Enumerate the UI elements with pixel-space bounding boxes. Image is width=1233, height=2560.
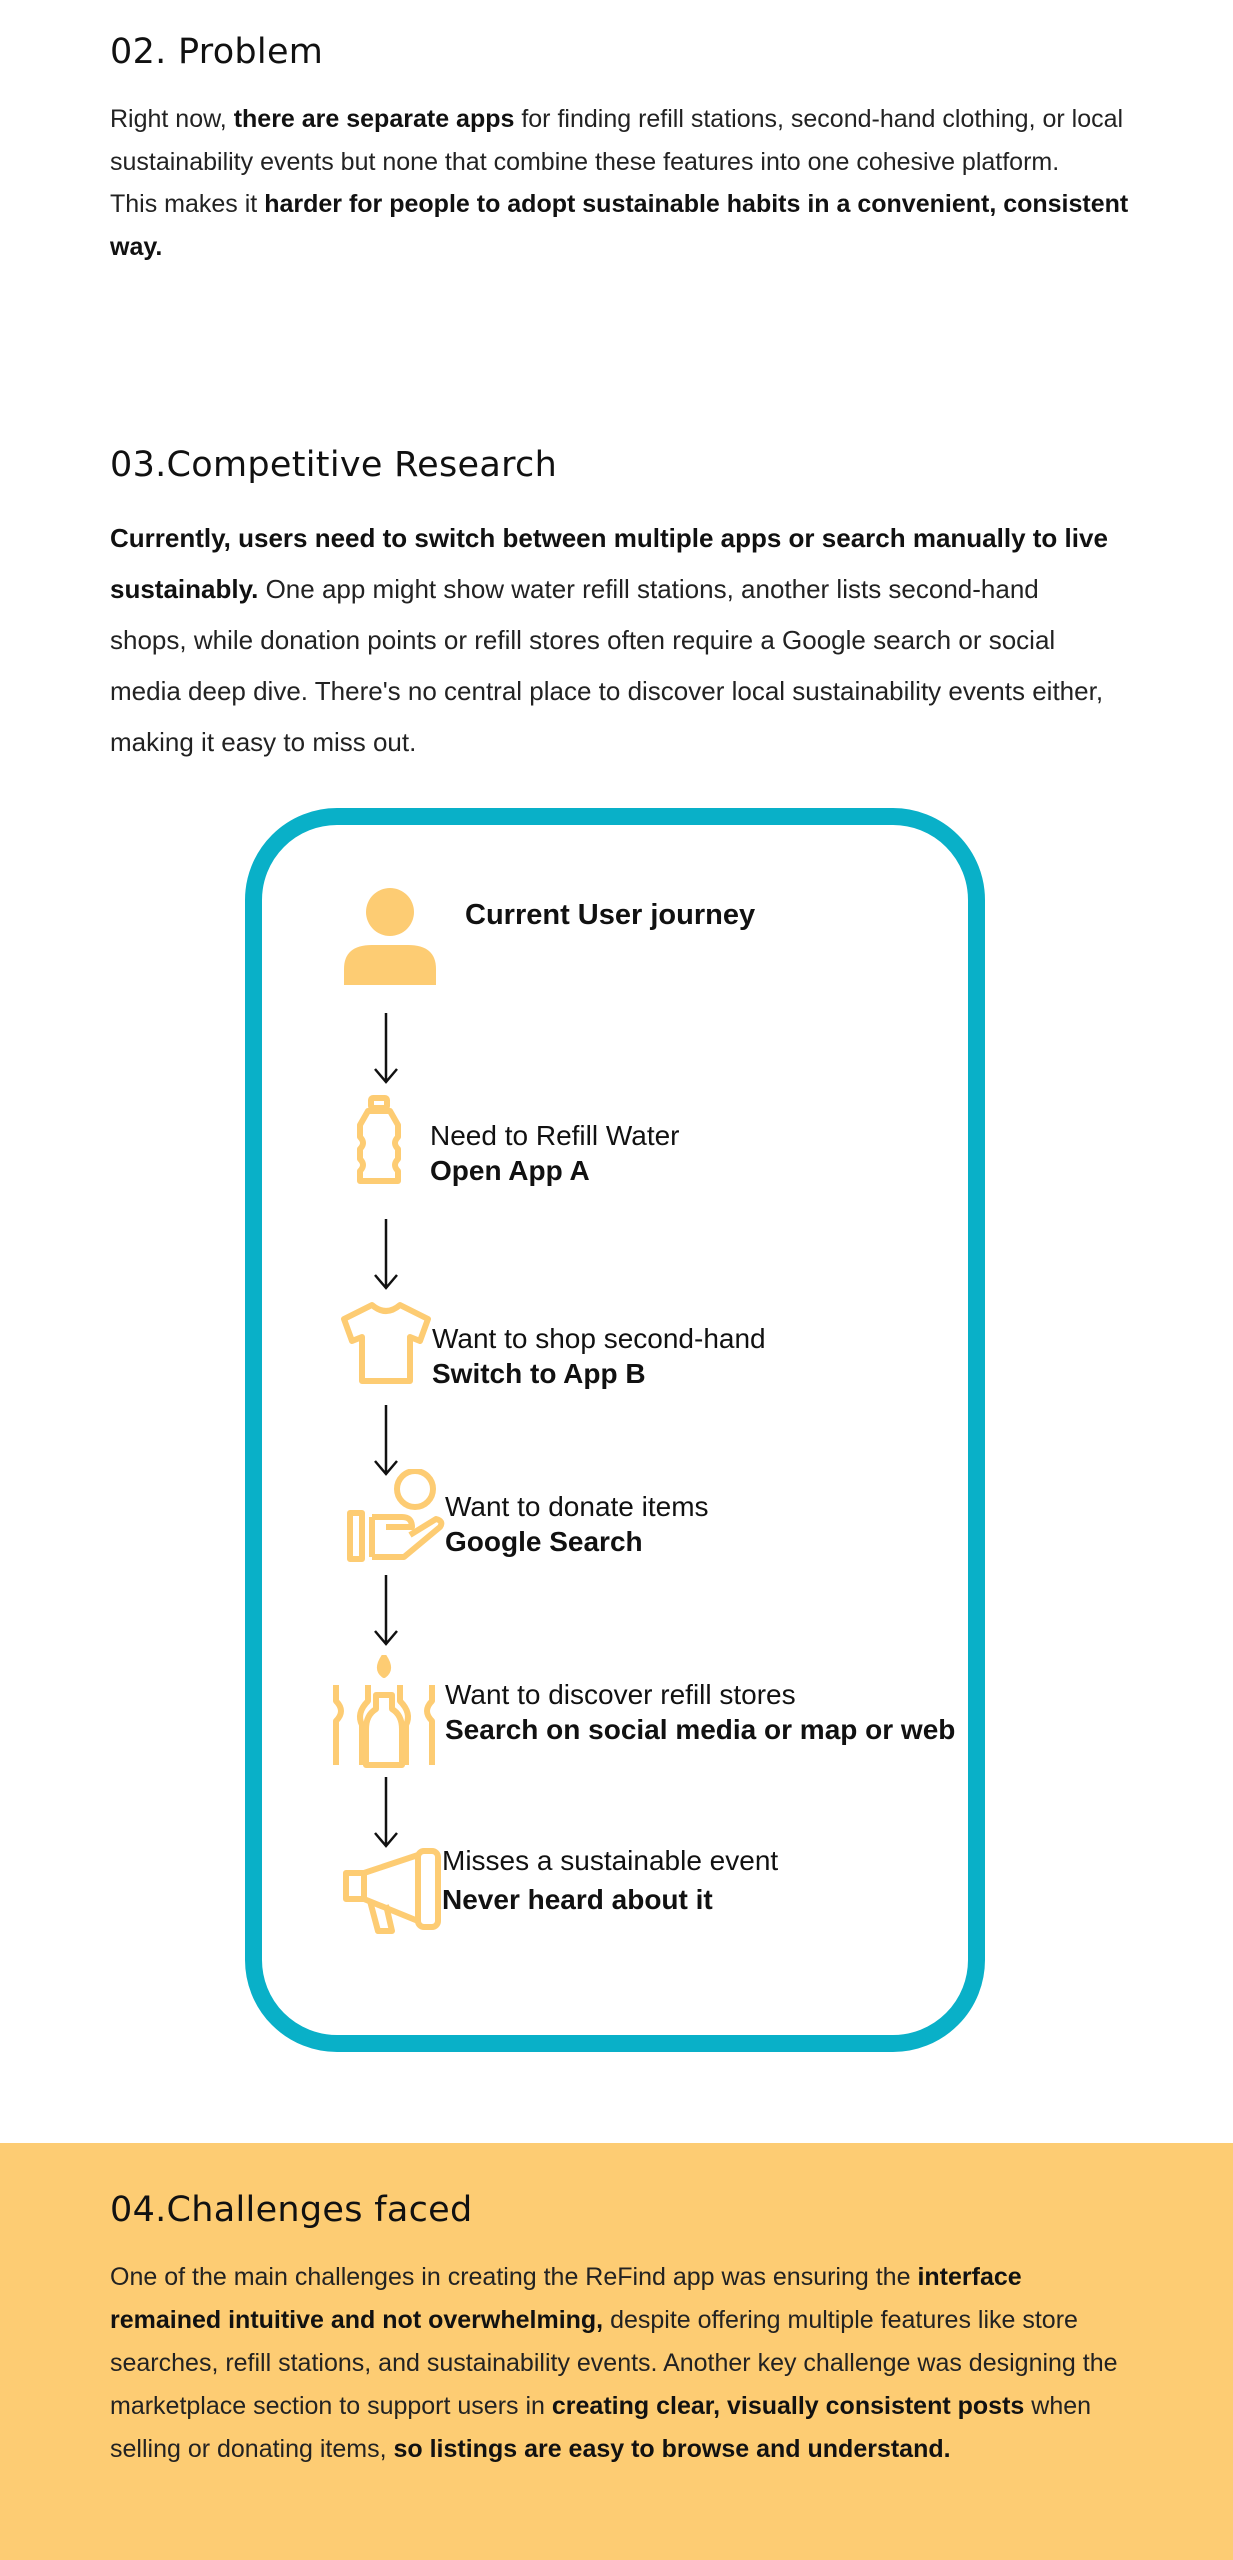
- megaphone-icon: [343, 1848, 441, 1934]
- step-action: Switch to App B: [432, 1358, 646, 1389]
- challenges-paragraph: One of the main challenges in creating t…: [110, 2256, 1135, 2471]
- research-emphasis: Currently, users need to switch between …: [110, 523, 1108, 604]
- journey-title: Current User journey: [465, 899, 756, 931]
- step-action: Google Search: [445, 1526, 643, 1557]
- refill-bottles-icon: [333, 1655, 435, 1768]
- step-situation: Want to donate items: [445, 1491, 709, 1522]
- problem-text: This makes it: [110, 190, 265, 218]
- challenges-text: despite offering multiple features like …: [110, 2306, 1118, 2420]
- challenges-heading: 04.Challenges faced: [110, 2190, 473, 2230]
- problem-emphasis: harder for people to adopt sustainable h…: [110, 190, 1129, 261]
- step-situation: Want to discover refill stores: [445, 1679, 796, 1710]
- arrow-down-icon: [374, 1575, 398, 1646]
- arrow-down-icon: [374, 1405, 398, 1476]
- step-text: Misses a sustainable event Never heard a…: [442, 1843, 778, 1917]
- research-paragraph: Currently, users need to switch between …: [110, 513, 1120, 768]
- research-heading: 03.Competitive Research: [110, 445, 558, 485]
- problem-paragraph: Right now, there are separate apps for f…: [110, 98, 1150, 268]
- problem-text: Right now,: [110, 105, 234, 133]
- step-action: Search on social media or map or web: [445, 1714, 956, 1745]
- step-action: Open App A: [430, 1155, 590, 1186]
- problem-text: for finding refill stations, second-hand…: [110, 105, 1124, 176]
- challenges-band: [0, 2143, 1233, 2560]
- challenges-emphasis: interface remained intuitive and not ove…: [110, 2263, 1022, 2334]
- step-situation: Misses a sustainable event: [442, 1845, 779, 1876]
- challenges-emphasis: so listings are easy to browse and under…: [393, 2435, 951, 2463]
- water-bottle-icon: [357, 1095, 401, 1184]
- challenges-text: One of the main challenges in creating t…: [110, 2263, 918, 2291]
- research-text: One app might show water refill stations…: [110, 574, 1104, 757]
- problem-heading: 02. Problem: [110, 32, 324, 72]
- challenges-text: when selling or donating items,: [110, 2392, 1092, 2463]
- step-situation: Want to shop second-hand: [432, 1323, 766, 1354]
- arrow-down-icon: [374, 1219, 398, 1290]
- challenges-section: 04.Challenges faced One of the main chal…: [110, 2190, 1140, 2471]
- research-section: 03.Competitive Research Currently, users…: [110, 445, 1140, 768]
- step-text: Need to Refill Water Open App A: [430, 1118, 680, 1188]
- user-icon: [344, 888, 436, 985]
- arrow-down-icon: [374, 1777, 398, 1848]
- t-shirt-icon: [341, 1302, 431, 1384]
- problem-section: 02. Problem Right now, there are separat…: [110, 32, 1140, 268]
- arrow-down-icon: [374, 1013, 398, 1084]
- user-journey-card: Current User journey Need to Refill Wate…: [245, 808, 985, 2052]
- challenges-emphasis: creating clear, visually consistent post…: [551, 2392, 1025, 2420]
- problem-emphasis: there are separate apps: [233, 105, 515, 133]
- donate-hand-icon: [347, 1469, 445, 1562]
- step-text: Want to donate items Google Search: [445, 1489, 709, 1559]
- step-action: Never heard about it: [442, 1884, 713, 1915]
- step-text: Want to discover refill stores Search on…: [445, 1677, 955, 1747]
- step-text: Want to shop second-hand Switch to App B: [432, 1321, 766, 1391]
- step-situation: Need to Refill Water: [430, 1120, 680, 1151]
